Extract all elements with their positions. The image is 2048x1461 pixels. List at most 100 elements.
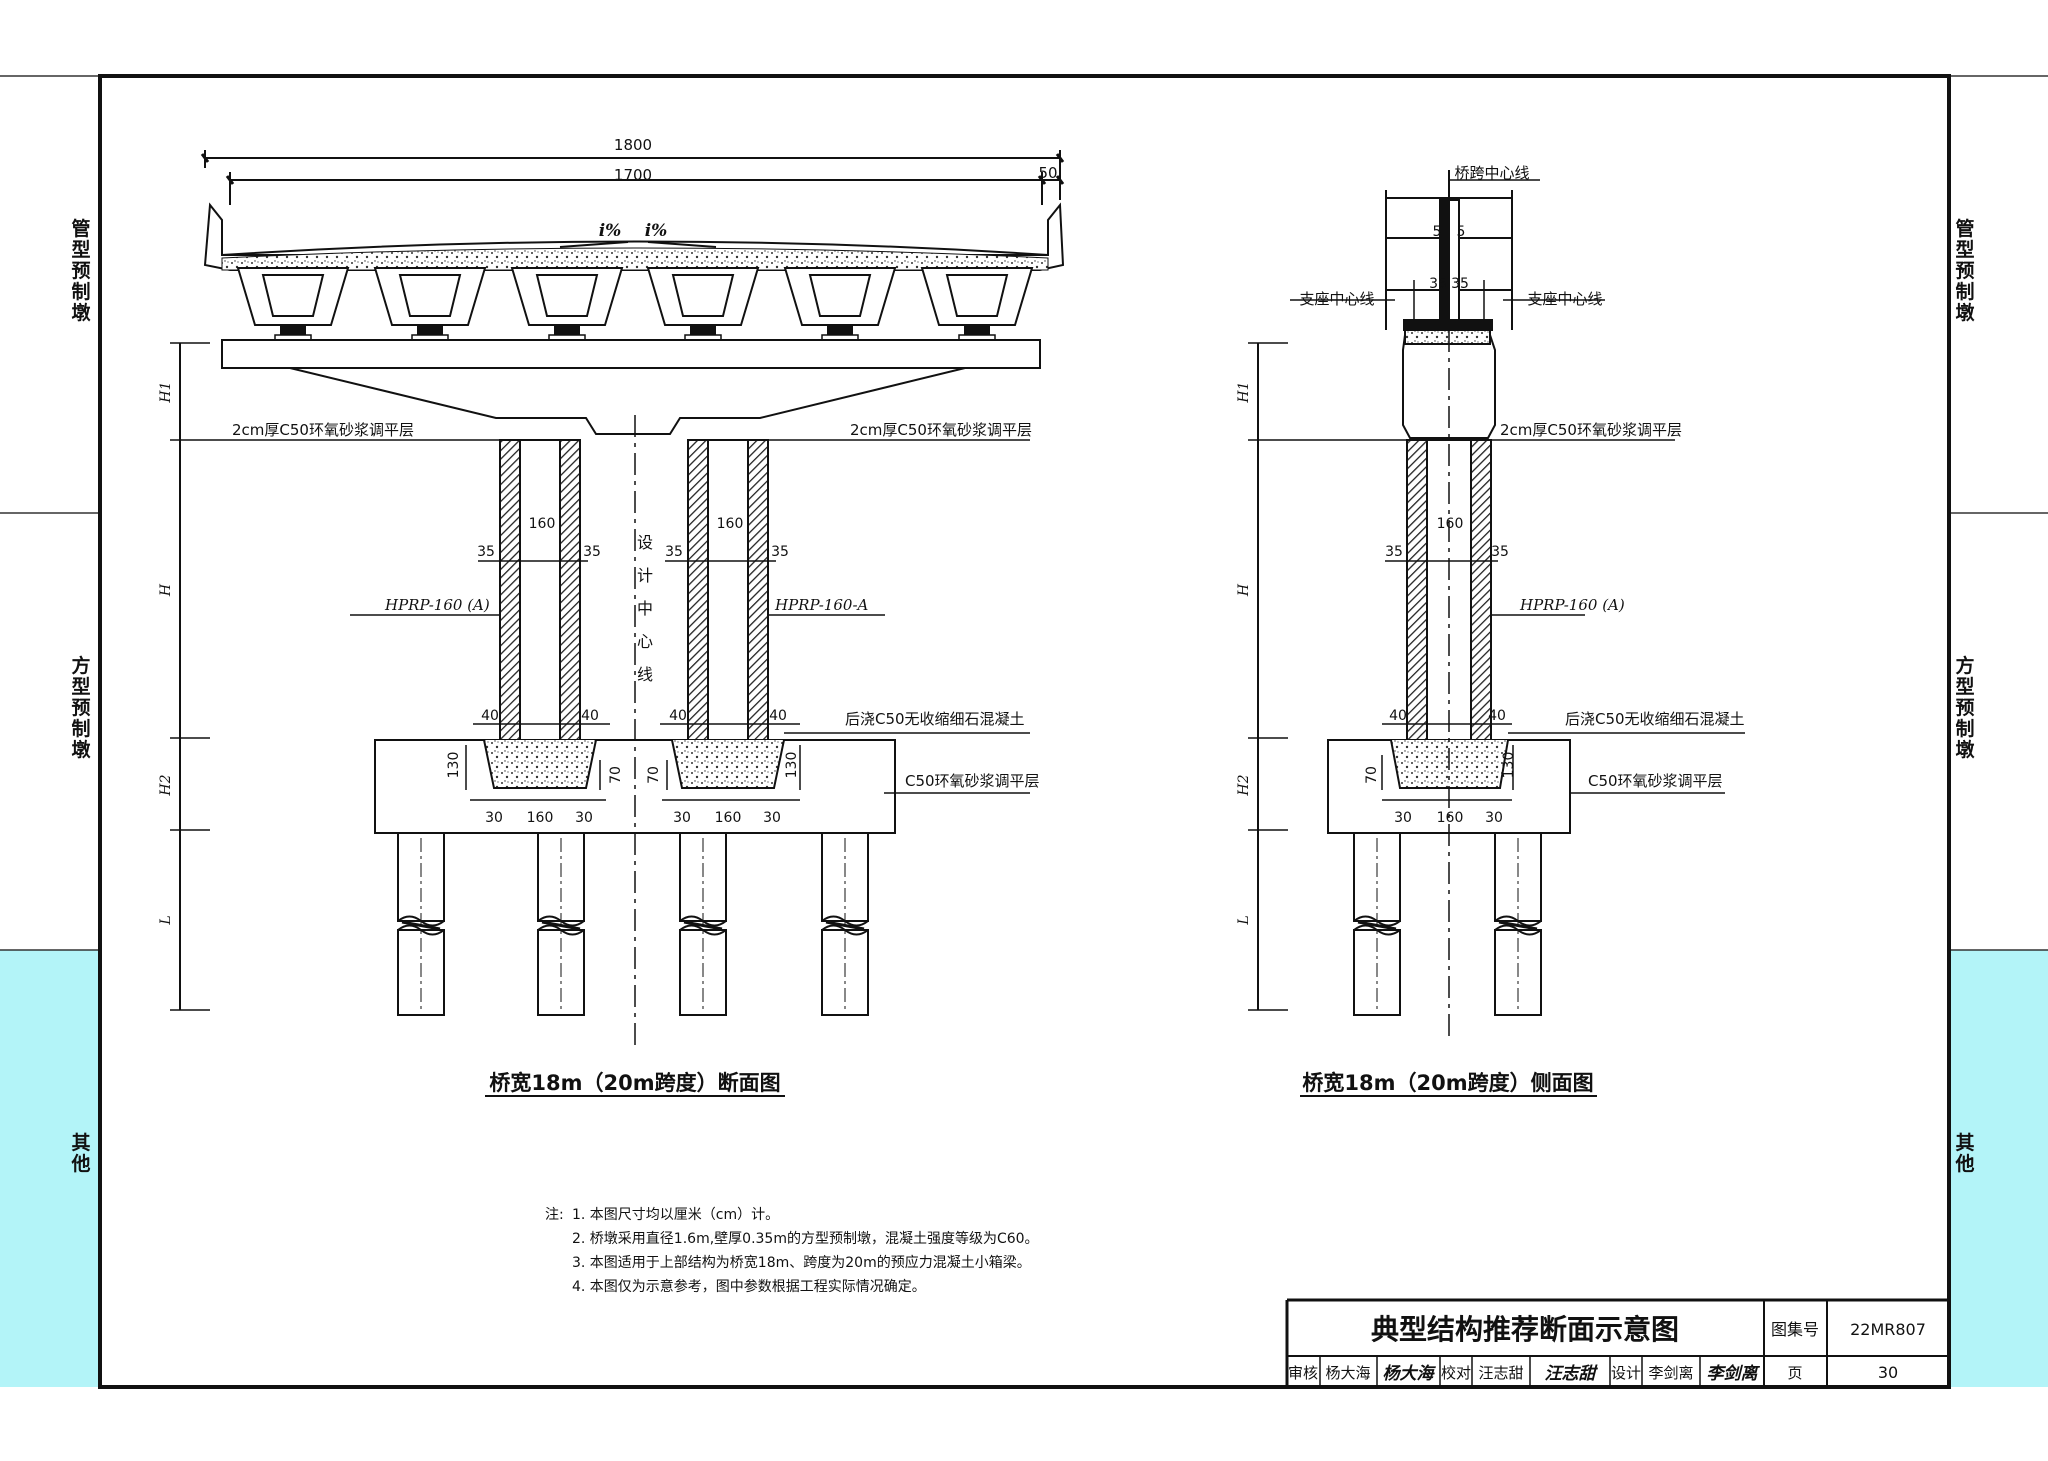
side-tab-2-char-4-left: 墩 bbox=[71, 738, 91, 761]
side-tab-3-char-0-right: 其 bbox=[1955, 1132, 1974, 1154]
page-number: 30 bbox=[1878, 1363, 1898, 1382]
note-1: 1. 本图尺寸均以厘米（cm）计。 bbox=[572, 1207, 779, 1223]
side-dim-35-right: 35 bbox=[1491, 544, 1509, 560]
height-h1-left: H1 bbox=[158, 381, 174, 403]
note-2: 2. 桥墩采用直径1.6m,壁厚0.35m的方型预制墩，混凝土强度等级为C60。 bbox=[572, 1230, 1039, 1247]
side-tab-2-char-3-left: 制 bbox=[71, 717, 90, 740]
note-4: 4. 本图仅为示意参考，图中参数根据工程实际情况确定。 bbox=[572, 1278, 926, 1295]
bearing-right: 支座中心线 bbox=[1527, 290, 1602, 308]
side-tab-labels: 管管型型预预制制墩墩方方型型预预制制墩墩其其他他 bbox=[70, 217, 1975, 1175]
pier1-dim-40-right: 40 bbox=[581, 708, 599, 724]
drawing-title: 典型结构推荐断面示意图 bbox=[1371, 1313, 1679, 1346]
right-tab-strip bbox=[1949, 75, 2048, 1387]
pier2-dim-35-right: 35 bbox=[771, 544, 789, 560]
pier1-dim-30-right: 30 bbox=[575, 810, 593, 826]
pier1-dim-40-left: 40 bbox=[481, 708, 499, 724]
side-tab-2-char-4-right: 墩 bbox=[1955, 738, 1975, 761]
side-tab-2-char-2-left: 预 bbox=[71, 697, 90, 719]
pile bbox=[397, 832, 445, 1016]
box-girder bbox=[783, 267, 897, 342]
side-pier-label: HPRP-160 (A) bbox=[1519, 596, 1625, 614]
box-girder bbox=[373, 267, 487, 342]
slope-left: i% bbox=[599, 221, 622, 241]
side-dim-70: 70 bbox=[1364, 766, 1380, 784]
pier1-dim-35-right: 35 bbox=[583, 544, 601, 560]
height-l-right: L bbox=[1236, 915, 1252, 925]
side-view-title: 桥宽18m（20m跨度）侧面图 bbox=[1302, 1071, 1593, 1095]
review-label: 审核 bbox=[1288, 1364, 1318, 1382]
pier1-dim-130: 130 bbox=[446, 752, 462, 779]
pile bbox=[1353, 832, 1401, 1016]
bearing bbox=[827, 325, 853, 336]
height-h2-right: H2 bbox=[1236, 774, 1252, 796]
section-view bbox=[170, 150, 1065, 1097]
side-tab-2-char-0-left: 方 bbox=[71, 654, 90, 677]
leveling-left: 2cm厚C50环氧砂浆调平层 bbox=[232, 421, 414, 439]
side-tab-1-char-3-right: 制 bbox=[1955, 280, 1974, 303]
bearing bbox=[417, 325, 443, 336]
side-dim-30-right: 30 bbox=[1485, 810, 1503, 826]
check-label: 校对 bbox=[1441, 1364, 1471, 1382]
slope-right: i% bbox=[645, 221, 668, 241]
grout-label: 后浇C50无收缩细石混凝土 bbox=[845, 710, 1025, 728]
box-girder bbox=[920, 267, 1034, 342]
pier1-dim-160: 160 bbox=[529, 516, 556, 532]
pier2-base-160: 160 bbox=[715, 810, 742, 826]
side-base-leveling: C50环氧砂浆调平层 bbox=[1588, 772, 1723, 790]
side-tab-2-char-3-right: 制 bbox=[1955, 717, 1974, 740]
side-tab-1-char-1-left: 型 bbox=[71, 238, 90, 261]
side-dim-130: 130 bbox=[1501, 752, 1517, 779]
dim-35-right: 35 bbox=[1451, 276, 1469, 292]
side-tab-3-char-1-right: 他 bbox=[1954, 1152, 1974, 1175]
side-tab-1-char-3-left: 制 bbox=[71, 280, 90, 303]
pile bbox=[679, 832, 727, 1016]
side-tab-1-char-0-right: 管 bbox=[1955, 217, 1974, 240]
title-block bbox=[1285, 1298, 1949, 1387]
height-h1-right: H1 bbox=[1236, 381, 1252, 403]
bearing-left: 支座中心线 bbox=[1299, 290, 1374, 308]
side-dim-35-left: 35 bbox=[1385, 544, 1403, 560]
side-tab-2-char-2-right: 预 bbox=[1955, 697, 1974, 719]
bearing bbox=[690, 325, 716, 336]
atlas-number: 22MR807 bbox=[1850, 1320, 1926, 1339]
design-centerline-char-4: 线 bbox=[637, 665, 653, 684]
side-tab-1-char-0-left: 管 bbox=[71, 217, 90, 240]
side-tab-1-char-2-right: 预 bbox=[1955, 260, 1974, 282]
pier2-dim-130: 130 bbox=[784, 752, 800, 779]
pier2-dim-70: 70 bbox=[646, 766, 662, 784]
side-dim-40-right: 40 bbox=[1488, 708, 1506, 724]
designer-signature: 李剑离 bbox=[1707, 1364, 1761, 1384]
side-dim-30-left: 30 bbox=[1394, 810, 1412, 826]
pile bbox=[1494, 832, 1542, 1016]
side-tab-1-char-4-right: 墩 bbox=[1955, 301, 1975, 324]
pier1-base-160: 160 bbox=[527, 810, 554, 826]
pier1-dim-70: 70 bbox=[608, 766, 624, 784]
side-grout-label: 后浇C50无收缩细石混凝土 bbox=[1565, 710, 1745, 728]
reviewer-name: 杨大海 bbox=[1325, 1364, 1370, 1382]
left-tab-strip bbox=[0, 75, 100, 1387]
dim-inner: 1700 bbox=[614, 166, 652, 184]
span-centerline: 桥跨中心线 bbox=[1454, 164, 1529, 182]
note-3: 3. 本图适用于上部结构为桥宽18m、跨度为20m的预应力混凝土小箱梁。 bbox=[572, 1254, 1031, 1271]
side-tab-2-char-1-left: 型 bbox=[71, 675, 90, 698]
dim-total: 1800 bbox=[614, 136, 652, 154]
side-tab-2-char-1-right: 型 bbox=[1955, 675, 1974, 698]
side-tab-3-char-1-left: 他 bbox=[70, 1152, 90, 1175]
pier2-dim-30-left: 30 bbox=[673, 810, 691, 826]
side-dim-40-left: 40 bbox=[1389, 708, 1407, 724]
designer-name: 李剑离 bbox=[1648, 1364, 1693, 1382]
dim-5-right: 5 bbox=[1457, 224, 1466, 240]
bearing bbox=[554, 325, 580, 336]
checker-name: 汪志甜 bbox=[1478, 1364, 1523, 1382]
design-centerline-char-2: 中 bbox=[637, 599, 653, 618]
design-centerline-char-3: 心 bbox=[637, 632, 653, 651]
side-tab-2-char-0-right: 方 bbox=[1955, 654, 1974, 677]
pile bbox=[537, 832, 585, 1016]
base-leveling: C50环氧砂浆调平层 bbox=[905, 772, 1040, 790]
pier1-dim-30-left: 30 bbox=[485, 810, 503, 826]
side-tab-1-char-4-left: 墩 bbox=[71, 301, 91, 324]
pier2-dim-160: 160 bbox=[717, 516, 744, 532]
pier2-dim-35-left: 35 bbox=[665, 544, 683, 560]
